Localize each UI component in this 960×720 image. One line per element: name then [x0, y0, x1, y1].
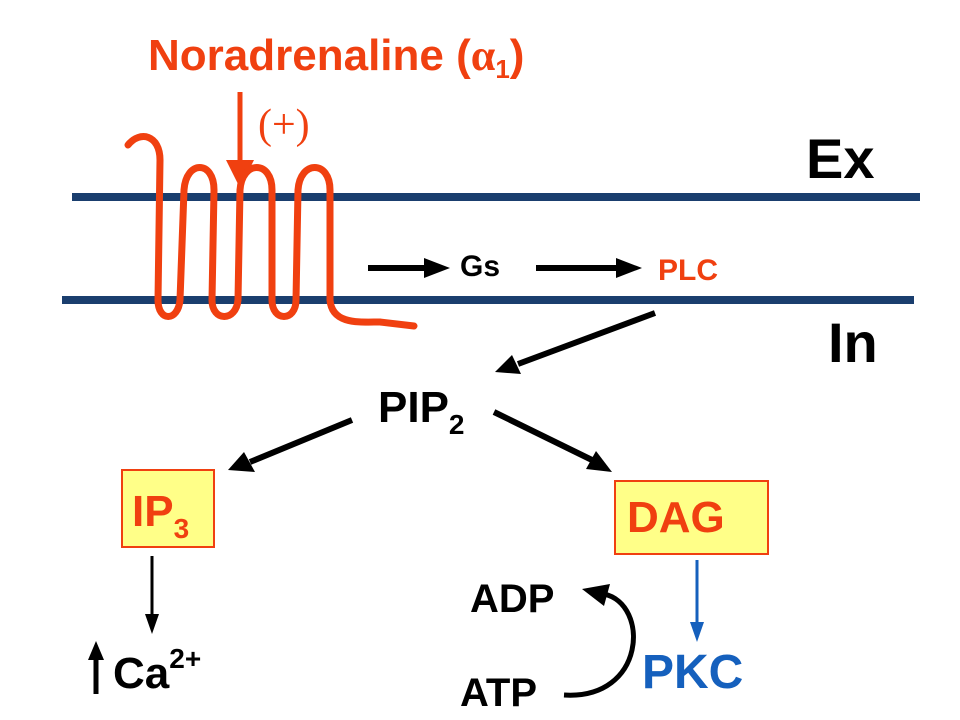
node-pkc: PKC — [642, 646, 743, 699]
arrow-pip2-to-dag — [492, 409, 612, 472]
arrow-dag-to-pkc — [690, 560, 704, 642]
title-close: ) — [510, 31, 525, 80]
arrow-pip2-to-ip3 — [228, 417, 354, 472]
stimulus-arrow — [226, 92, 254, 188]
title-alpha: α — [471, 31, 496, 80]
node-adp: ADP — [470, 577, 554, 621]
arrow-atp-to-adp — [563, 584, 636, 698]
ca-base: Ca — [113, 649, 170, 698]
title-text: Noradrenaline ( — [148, 31, 471, 80]
dag-box — [614, 480, 769, 555]
label-extracellular: Ex — [806, 127, 875, 190]
title-subscript: 1 — [495, 54, 509, 84]
ip3-base: IP — [132, 487, 174, 536]
increase-arrow-icon — [88, 641, 104, 694]
node-pip2: PIP2 — [378, 383, 465, 440]
ca-superscript: 2+ — [169, 643, 201, 674]
node-dag: DAG — [627, 493, 725, 542]
ip3-box — [121, 469, 215, 548]
node-ca: Ca2+ — [113, 643, 201, 698]
arrow-plc-to-pip2 — [495, 310, 657, 374]
arrow-ip3-to-ca — [145, 556, 159, 634]
title: Noradrenaline (α1) — [148, 31, 524, 84]
node-gs: Gs — [460, 250, 500, 283]
arrow-gs-to-plc — [536, 258, 642, 278]
label-intracellular: In — [828, 311, 878, 374]
node-ip3: IP3 — [132, 487, 189, 544]
pip2-base: PIP — [378, 383, 449, 432]
ip3-subscript: 3 — [174, 513, 190, 544]
pip2-subscript: 2 — [449, 409, 465, 440]
alpha1-receptor — [124, 133, 418, 330]
arrow-receptor-to-gs — [368, 258, 450, 278]
node-atp: ATP — [460, 671, 537, 715]
stimulus-label: (+) — [258, 102, 310, 148]
node-plc: PLC — [658, 254, 718, 287]
